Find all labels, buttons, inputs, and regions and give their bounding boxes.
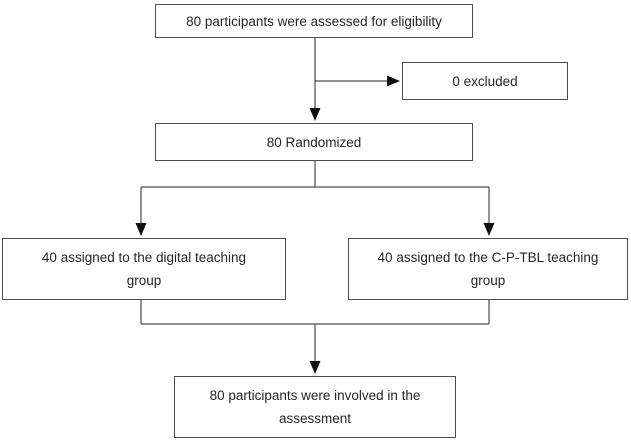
node-digital-group-label-line2: group <box>126 273 162 288</box>
node-digital-group: 40 assigned to the digital teaching grou… <box>2 238 286 300</box>
node-cptbl-group-label-line2: group <box>470 273 506 288</box>
node-assessment-label-line2: assessment <box>278 411 352 426</box>
node-randomized: 80 Randomized <box>155 123 473 161</box>
node-cptbl-group: 40 assigned to the C-P-TBL teaching grou… <box>348 238 628 300</box>
node-assessment: 80 participants were involved in the ass… <box>174 376 456 438</box>
node-randomized-label: 80 Randomized <box>266 134 362 150</box>
node-eligibility-label: 80 participants were assessed for eligib… <box>186 13 442 29</box>
node-digital-group-label-line1: 40 assigned to the digital teaching <box>41 250 247 265</box>
node-excluded-label: 0 excluded <box>452 73 518 89</box>
node-eligibility: 80 participants were assessed for eligib… <box>155 4 473 38</box>
node-cptbl-group-label-line1: 40 assigned to the C-P-TBL teaching <box>377 250 599 265</box>
node-assessment-label-line1: 80 participants were involved in the <box>209 388 421 403</box>
node-excluded: 0 excluded <box>402 62 568 100</box>
